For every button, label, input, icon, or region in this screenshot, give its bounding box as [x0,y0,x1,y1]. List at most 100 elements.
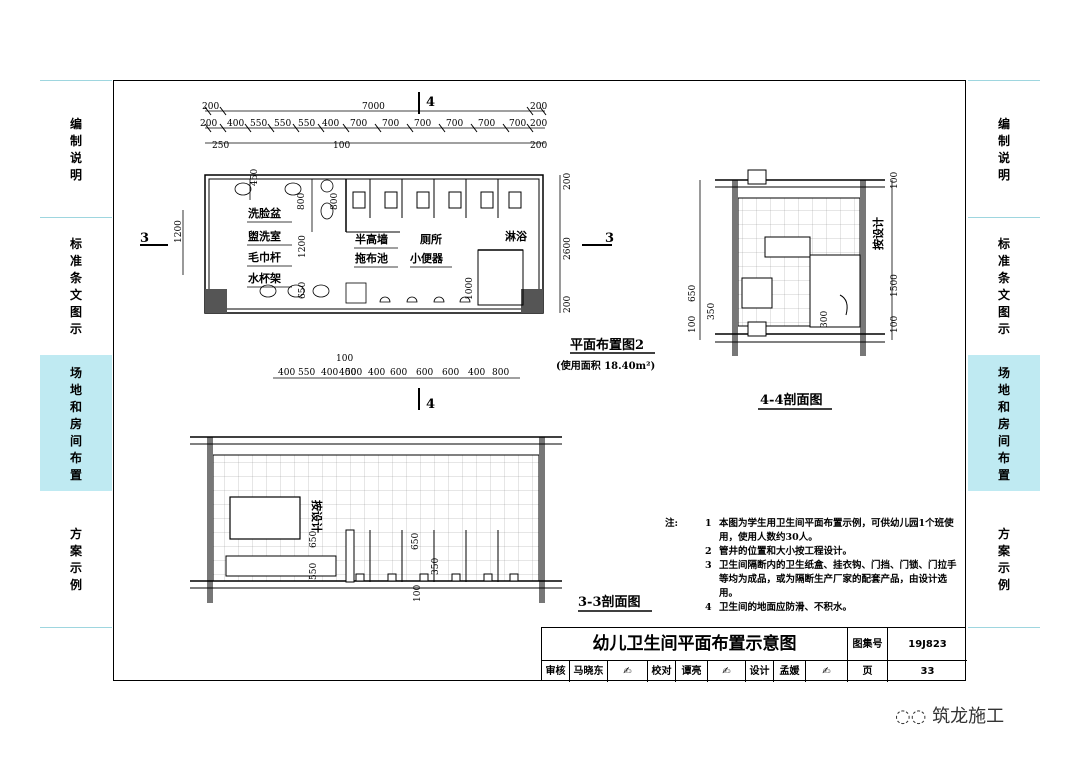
dim-label: 400 [322,119,339,129]
designer-signature: ✍ [806,661,848,682]
note-item: 2 管井的位置和大小按工程设计。 [665,545,965,559]
note-text: 管井的位置和大小按工程设计。 [719,546,853,557]
notes-head: 注: [665,518,679,529]
tab-label: 编制说明 [69,117,82,182]
title-block: 幼儿卫生间平面布置示意图 图集号 19J823 审核 马晓东 ✍ 校对 谭亮 ✍… [541,627,967,682]
watermark: ◌◌ 筑龙施工 [895,702,1004,728]
note-item: 注: 1 本图为学生用卫生间平面布置示例，可供幼儿园1个班使用，使用人数约30人。 [665,517,965,545]
design-label: 设计 [746,661,774,682]
watermark-text: 筑龙施工 [932,706,1005,727]
tab-compile-notes[interactable]: 编制说明 [40,116,112,184]
note-item: 4 卫生间的地面应防滑、不积水。 [665,601,965,615]
annotation: 按设计 [871,217,885,250]
tab-separator [40,80,112,81]
wechat-icon: ◌◌ [895,706,927,727]
dim-label: 600 [442,368,459,378]
room-label: 厕所 [420,232,442,246]
section-mark-4-bottom: 4 [426,397,435,412]
dim-label: 700 [414,119,431,129]
tab-standard-clauses[interactable]: 标准条文图示 [40,236,112,338]
dim-label: 100 [333,141,350,151]
dim-label: 600 [416,368,433,378]
tab-label: 场地和房间布置 [997,366,1010,482]
page-number: 33 [920,666,935,677]
dim-label: 650 [298,282,308,299]
dim-label: 100 [688,316,698,333]
note-number: 3 [705,560,712,571]
note-text: 卫生间隔断内的卫生纸盒、挂衣钩、门挡、门锁、门拉手等均为成品，或为隔断生产厂家的… [719,560,957,599]
dim-label: 1000 [465,277,475,300]
dim-label: 400 [468,368,485,378]
dim-label: 7000 [362,102,385,112]
room-label: 淋浴 [505,229,528,243]
checker-signature: ✍ [708,661,746,682]
plan-subtitle: (使用面积 18.40m²) [556,359,655,372]
note-text: 本图为学生用卫生间平面布置示例，可供幼儿园1个班使用，使用人数约30人。 [719,518,954,543]
section-3-3: 650 550 650 350 100 按设计 3-3剖面图 [190,436,652,612]
dim-label: 200 [530,141,547,151]
room-label: 毛巾杆 [248,250,281,264]
tab-label: 场地和房间布置 [69,366,82,482]
atlas-label: 图集号 [848,628,888,661]
dim-label: 450 [250,169,260,186]
dim-label: 2600 [563,237,573,260]
dim-label: 550 [250,119,267,129]
dim-label: 550 [298,119,315,129]
room-label: 半高墙 [355,232,388,246]
room-label: 水杯架 [248,271,281,285]
atlas-number: 19J823 [888,628,967,661]
review-label: 审核 [542,661,570,682]
dim-label: 400 [321,368,338,378]
tab-standard-clauses-right[interactable]: 标准条文图示 [968,236,1040,338]
dim-label: 650 [688,285,698,302]
tab-scheme-examples[interactable]: 方案示例 [40,526,112,594]
section-4-4: 650 350 100 100 1500 300 100 按设计 4-4剖面图 [688,169,900,410]
checker-name: 谭亮 [676,661,708,682]
dim-label: 400 [278,368,295,378]
dim-label: 550 [274,119,291,129]
check-label: 校对 [648,661,676,682]
dim-label: 200 [530,102,547,112]
dim-label: 800 [492,368,509,378]
note-item: 3 卫生间隔断内的卫生纸盒、挂衣钩、门挡、门锁、门拉手等均为成品，或为隔断生产厂家… [665,559,965,601]
note-number: 1 [705,518,712,529]
dim-label: 100 [336,354,353,364]
dim-label: 700 [509,119,526,129]
section-4-4-title: 4-4剖面图 [760,392,823,408]
dim-label: 800 [297,193,307,210]
dim-label: 650 [411,533,421,550]
tab-site-room-layout[interactable]: 场地和房间布置 [40,355,112,491]
notes-block: 注: 1 本图为学生用卫生间平面布置示例，可供幼儿园1个班使用，使用人数约30人。… [665,517,965,615]
annotation: 按设计 [310,500,324,533]
note-text: 卫生间的地面应防滑、不积水。 [719,602,853,613]
dim-label: 400 [339,368,356,378]
room-label: 拖布池 [355,251,388,265]
dim-label: 1200 [174,220,184,243]
section-mark-4-top: 4 [426,95,435,110]
tab-scheme-examples-right[interactable]: 方案示例 [968,526,1040,594]
note-number: 4 [705,602,712,613]
dim-label: 1200 [298,235,308,258]
dim-label: 700 [478,119,495,129]
dim-label: 400 [368,368,385,378]
tab-separator [40,627,112,628]
dim-label: 650 [309,531,319,548]
dim-label: 500 [345,368,362,378]
tab-label: 标准条文图示 [69,237,82,336]
page-label: 页 [848,661,888,682]
dim-label: 600 [390,368,407,378]
note-number: 2 [705,546,712,557]
drawing-title: 幼儿卫生间平面布置示意图 [542,628,848,661]
tab-site-room-layout-right[interactable]: 场地和房间布置 [968,355,1040,491]
room-label: 小便器 [409,251,444,265]
section-mark-3-left: 3 [140,231,149,246]
tab-separator [40,217,112,218]
section-mark-3-right: 3 [605,231,614,246]
reviewer-signature: ✍ [608,661,648,682]
tab-compile-notes-right[interactable]: 编制说明 [968,116,1040,184]
dim-label: 300 [820,311,830,328]
dim-label: 200 [200,119,217,129]
dim-label: 350 [707,303,717,320]
tab-separator [968,80,1040,81]
